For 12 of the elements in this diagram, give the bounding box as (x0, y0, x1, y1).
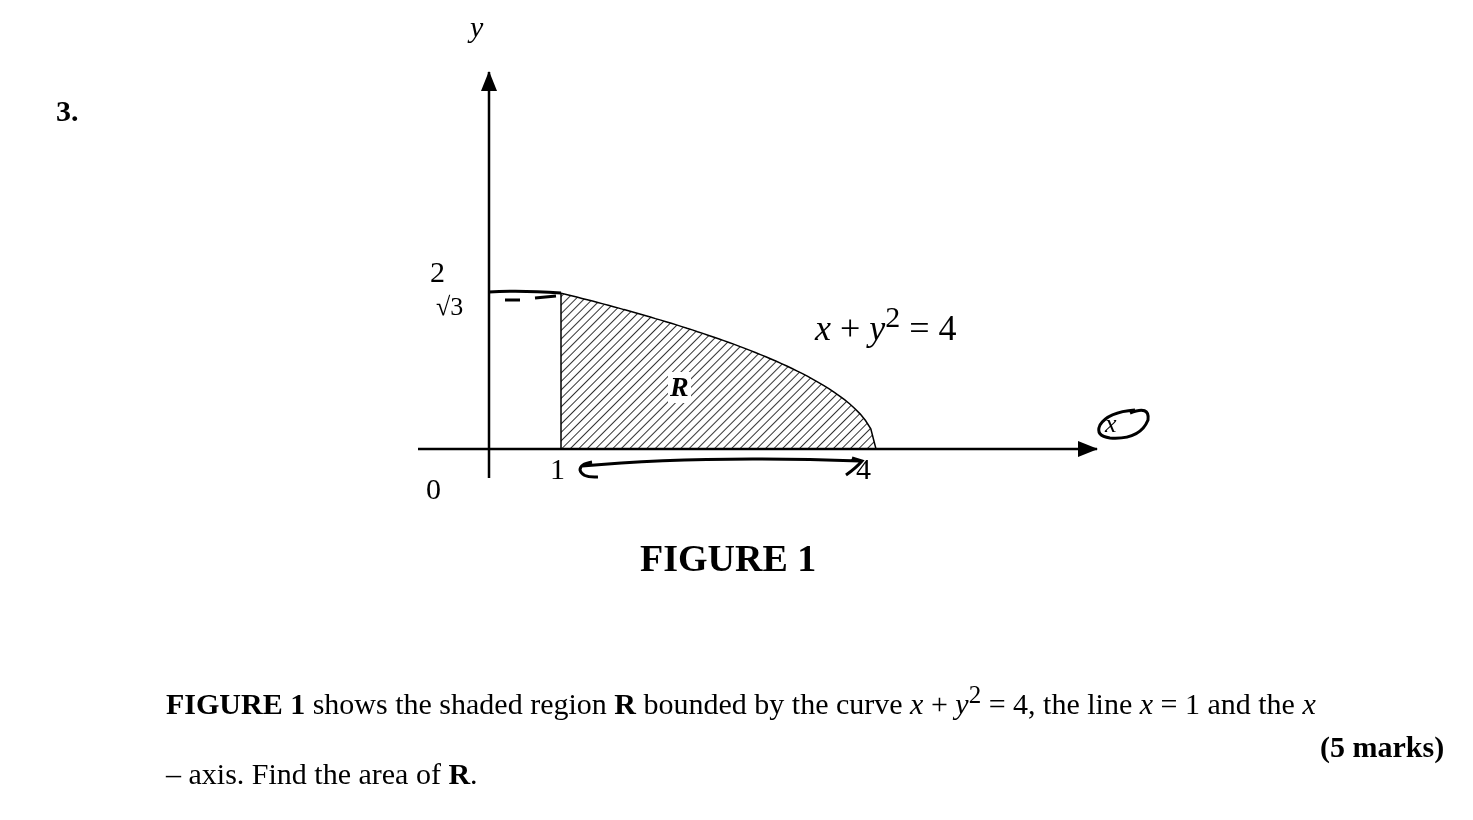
figure-caption: FIGURE 1 (640, 538, 817, 580)
curve-equation: x + y$^{2}$ = 4 (815, 300, 957, 349)
tick-label: 1 (550, 452, 565, 485)
marks-label: (5 marks) (1320, 730, 1445, 763)
tick-label: 4 (856, 452, 871, 485)
axis-label: x (1105, 410, 1117, 439)
question-number: 3. (56, 94, 79, 127)
question-text: FIGURE 1 shows the shaded region R bounded by the curve x + y$^{2}$ = 4, the line x = 1 and the x – axis. Find the area of R. (166, 680, 1317, 792)
tick-label: 2 (430, 255, 445, 288)
region-label: R (668, 372, 691, 403)
origin-label: 0 (426, 472, 441, 505)
handwritten-note: √3 (436, 293, 464, 322)
